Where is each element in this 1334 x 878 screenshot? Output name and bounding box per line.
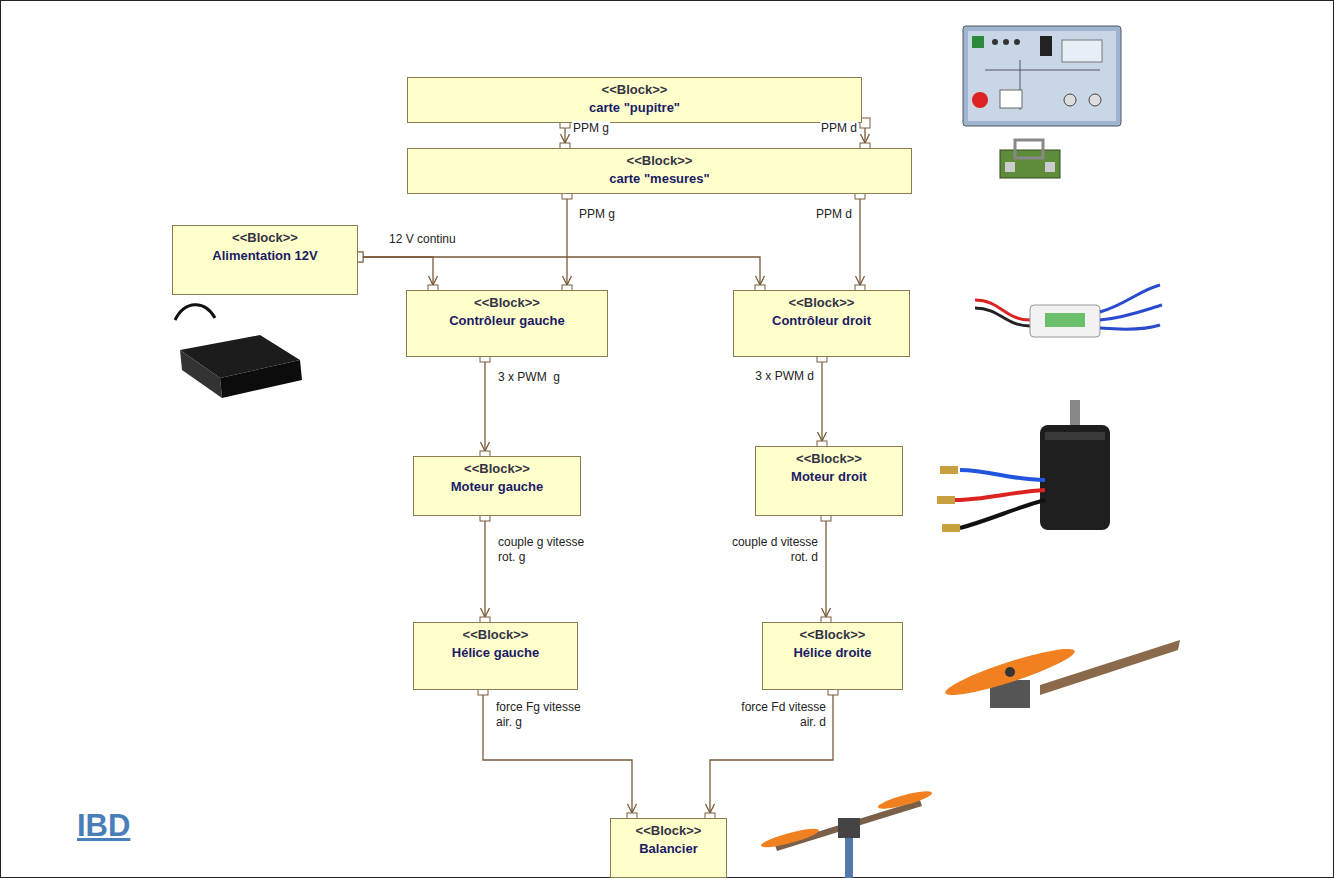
propeller-photo [942,640,1180,708]
diagram-title: IBD [77,808,130,844]
block-box: <<Block>> Moteur gauche [413,456,581,516]
block-name: Moteur droit [791,469,867,484]
stereotype-text: <<Block>> [463,627,529,642]
stereotype-text: <<Block>> [464,461,530,476]
controller-photo [975,285,1162,337]
flow-connector [566,194,567,290]
block-box: <<Block>> Alimentation 12V [172,225,358,295]
signal-label: force Fg vitesse air. g [495,700,585,730]
stereotype-text: <<Block>> [627,153,693,168]
block-box: <<Block>> Contrôleur droit [733,290,910,357]
signal-label: 3 x PWM g [497,370,561,385]
block-name: carte "mesures" [609,171,710,186]
arrow-head [818,432,827,441]
arrow-head [756,276,765,285]
panel-photo [963,26,1121,126]
flow-connector [358,257,760,290]
block-box: <<Block>> Balancier [610,818,727,878]
signal-label: PPM g [578,207,616,222]
block-box: <<Block>> carte "mesures" [407,148,912,194]
arrow-head [706,804,715,813]
arrow-head [628,804,637,813]
block-name: carte "pupitre" [589,100,680,115]
block-box: <<Block>> Hélice gauche [413,622,578,690]
flow-connector [859,194,860,290]
stereotype-text: <<Block>> [474,295,540,310]
balancier-photo [760,788,934,878]
stereotype-text: <<Block>> [789,295,855,310]
arrow-head [481,442,490,451]
flow-connector [484,516,485,622]
arrow-head [481,608,490,617]
flow-connector [825,516,826,622]
signal-label: couple d vitesse rot. d [729,535,819,565]
arrow-head [822,608,831,617]
block-box: <<Block>> carte "pupitre" [407,77,862,123]
arrow-head [429,276,438,285]
motor-photo [937,400,1110,532]
stereotype-text: <<Block>> [636,823,702,838]
stereotype-text: <<Block>> [232,230,298,245]
arrow-head [856,276,865,285]
signal-label: force Fd vitesse air. d [737,700,827,730]
flow-connector [358,257,433,290]
block-name: Alimentation 12V [212,248,317,263]
signal-label: 12 V continu [388,232,457,247]
power-supply-photo [175,305,302,398]
block-name: Contrôleur gauche [449,313,565,328]
block-box: <<Block>> Contrôleur gauche [406,290,608,357]
flow-connector [821,357,822,446]
signal-label: PPM d [815,207,853,222]
block-name: Moteur gauche [451,479,543,494]
block-name: Contrôleur droit [772,313,871,328]
signal-label: 3 x PWM d [754,369,815,384]
block-name: Balancier [639,841,698,856]
block-name: Hélice droite [793,645,871,660]
signal-label: PPM d [820,121,858,136]
flow-connector [483,690,632,818]
stereotype-text: <<Block>> [796,451,862,466]
stereotype-text: <<Block>> [800,627,866,642]
card-photo [1000,140,1060,178]
stereotype-text: <<Block>> [602,82,668,97]
arrow-head [563,276,572,285]
arrow-head [861,134,870,143]
flow-connector [710,690,833,818]
signal-label: PPM g [572,121,610,136]
flow-connector [484,357,485,456]
block-box: <<Block>> Moteur droit [755,446,903,516]
block-name: Hélice gauche [452,645,539,660]
block-box: <<Block>> Hélice droite [762,622,903,690]
signal-label: couple g vitesse rot. g [497,535,587,565]
arrow-head [561,134,570,143]
